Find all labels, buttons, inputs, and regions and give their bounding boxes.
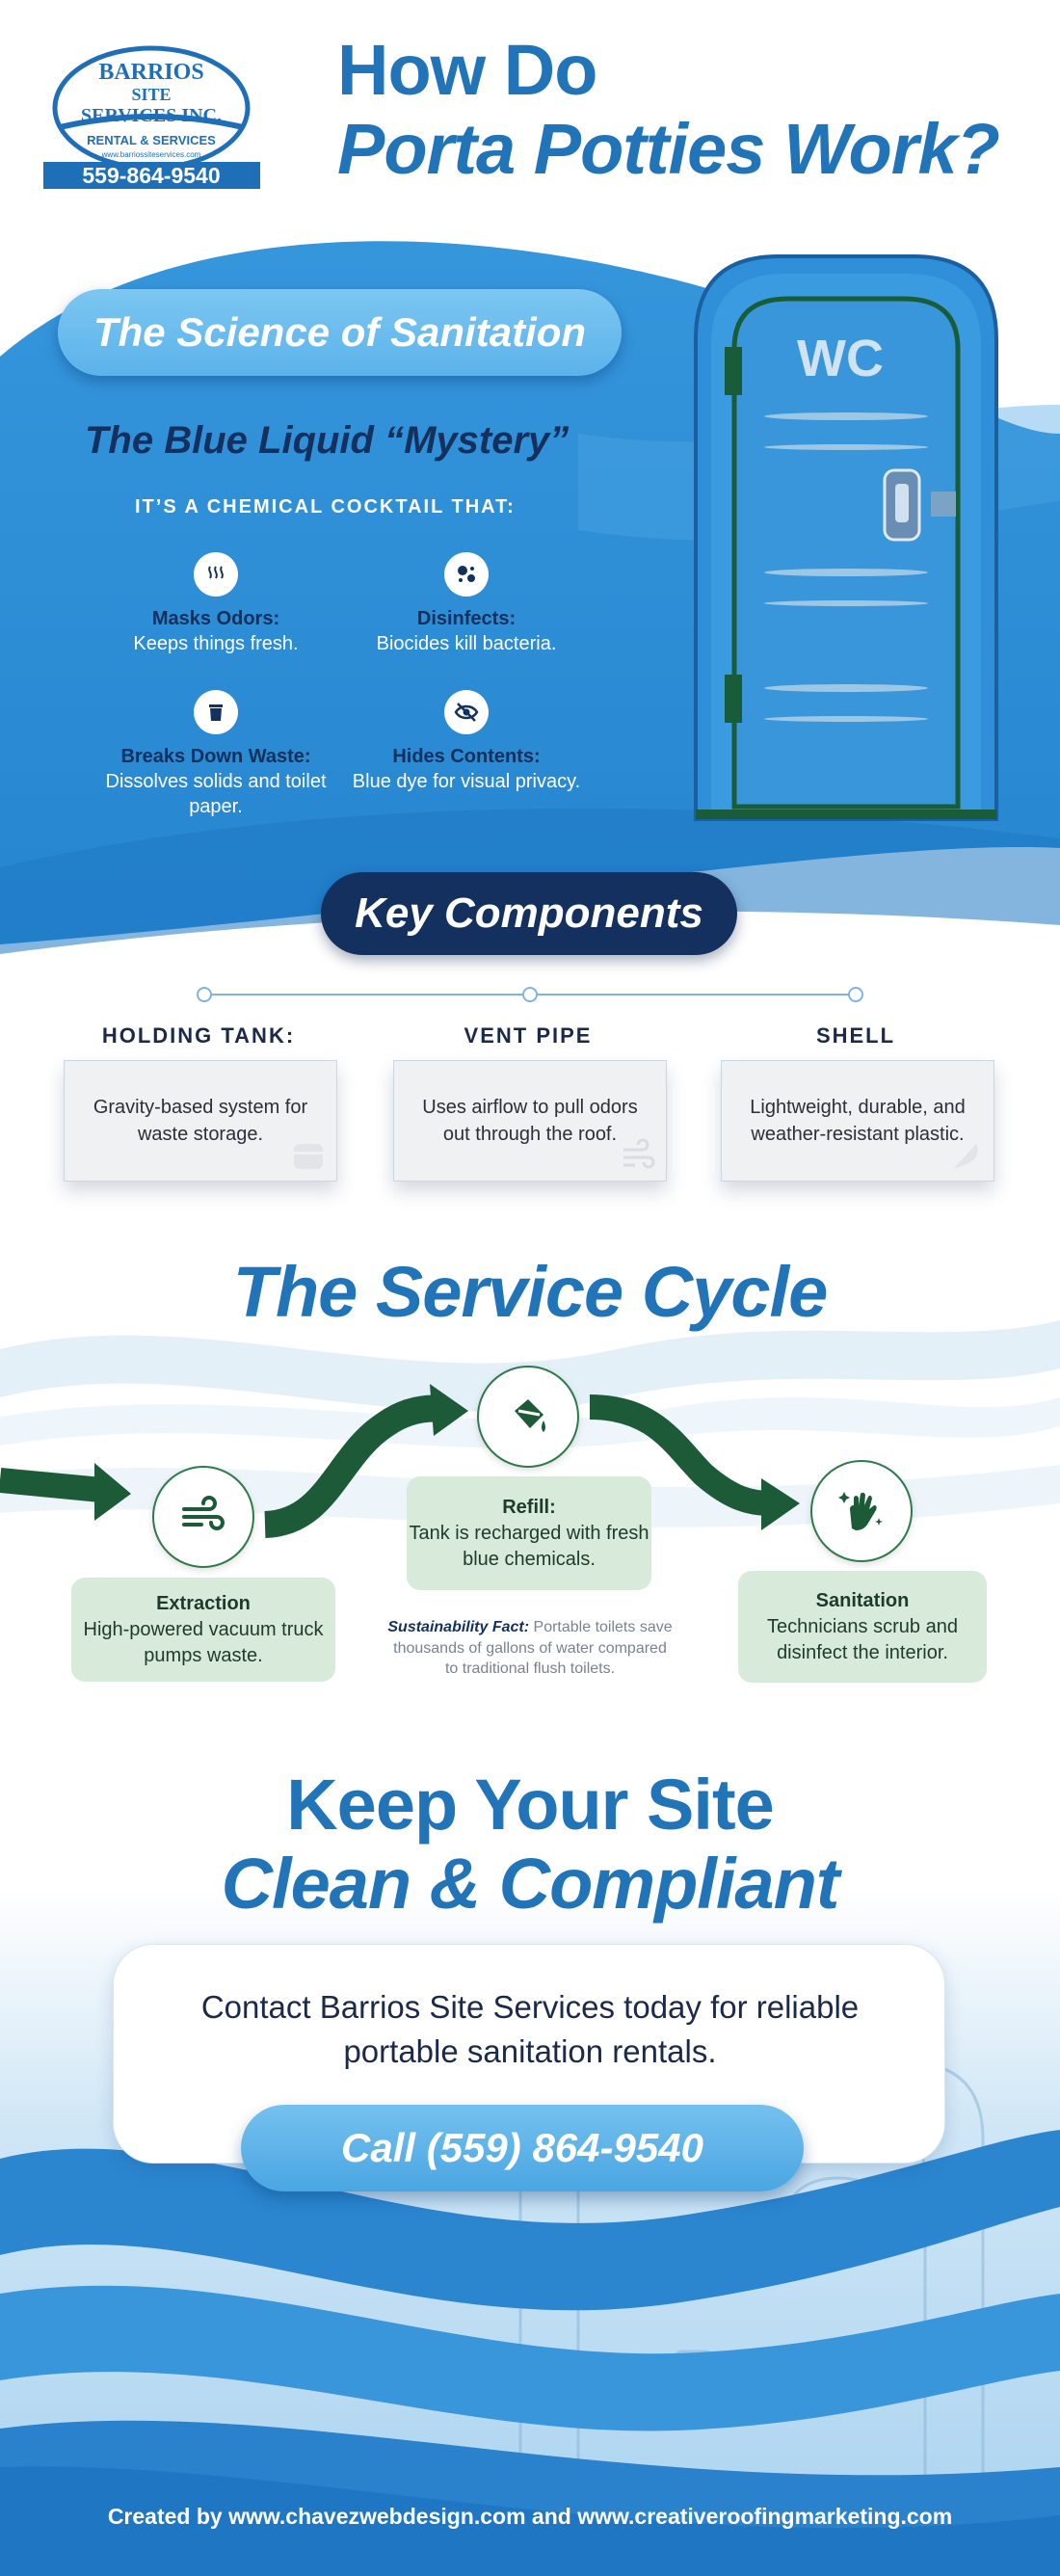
shell-heading: SHELL (815, 1023, 896, 1048)
svg-text:WC: WC (797, 330, 884, 387)
holding-tank-heading: HOLDING TANK: (101, 1023, 296, 1048)
svg-text:SITE: SITE (131, 85, 171, 104)
cta-heading-line1: Keep Your Site (286, 1765, 775, 1845)
svg-text:559-864-9540: 559-864-9540 (82, 163, 220, 188)
key-components-pill: Key Components (321, 872, 737, 955)
paint-bucket-icon (515, 1399, 545, 1432)
blue-liquid-heading: The Blue Liquid “Mystery” (85, 419, 570, 462)
vent-pipe-heading: VENT PIPE (464, 1023, 593, 1048)
refill-circle (477, 1366, 579, 1468)
step-extraction: Extraction High-powered vacuum truck pum… (71, 1578, 335, 1682)
svg-text:www.barriossiteservices.com: www.barriossiteservices.com (101, 150, 201, 159)
svg-text:BARRIOS: BARRIOS (98, 60, 203, 85)
sustainability-fact: Sustainability Fact: Portable toilets sa… (387, 1619, 673, 1678)
germs-icon (444, 552, 489, 597)
page-title-line1: How Do (337, 30, 597, 110)
sparkle-hand-icon (838, 1492, 883, 1530)
vent-pipe-card: Uses airflow to pull odors out through t… (393, 1060, 667, 1182)
company-logo: BARRIOS SITE SERVICES INC. RENTAL & SERV… (43, 45, 260, 189)
page-title-line2: Porta Potties Work? (337, 109, 1000, 189)
wind-icon (182, 1496, 225, 1530)
tank-icon (294, 1144, 323, 1169)
shell-card: Lightweight, durable, and weather-resist… (721, 1060, 994, 1182)
feature-disinfects: Disinfects: Biocides kill bacteria. (351, 552, 582, 656)
step-sanitation: Sanitation Technicians scrub and disinfe… (738, 1571, 987, 1683)
svg-text:RENTAL & SERVICES: RENTAL & SERVICES (87, 133, 216, 147)
contact-text: Contact Barrios Site Services today for … (200, 1989, 860, 2069)
cta-heading-line2: Clean & Compliant (221, 1844, 840, 1924)
feather-icon (953, 1144, 978, 1169)
portable-toilet-illustration: WC (694, 254, 998, 821)
feature-masks-odors: Masks Odors: Keeps things fresh. (100, 552, 331, 656)
extraction-circle (152, 1466, 254, 1568)
svg-text:SERVICES INC.: SERVICES INC. (81, 105, 222, 126)
sanitation-circle (810, 1460, 913, 1562)
service-cycle-title: The Service Cycle (232, 1252, 828, 1332)
feature-hides-contents: Hides Contents: Blue dye for visual priv… (351, 690, 582, 794)
credits-footer: Created by www.chavezwebdesign.com and w… (107, 2504, 953, 2529)
components-timeline (197, 987, 863, 1002)
call-button[interactable]: Call (559) 864-9540 (241, 2105, 804, 2191)
airflow-icon (623, 1138, 655, 1169)
odor-waves-icon (194, 552, 238, 597)
trash-icon (194, 690, 238, 734)
chemical-cocktail-subheading: IT’S A CHEMICAL COCKTAIL THAT: (135, 496, 516, 518)
science-pill: The Science of Sanitation (58, 289, 622, 376)
eye-slash-icon (444, 690, 489, 734)
feature-breaks-down-waste: Breaks Down Waste: Dissolves solids and … (100, 690, 331, 819)
holding-tank-card: Gravity-based system for waste storage. (64, 1060, 337, 1182)
step-refill: Refill: Tank is recharged with fresh blu… (407, 1476, 651, 1590)
